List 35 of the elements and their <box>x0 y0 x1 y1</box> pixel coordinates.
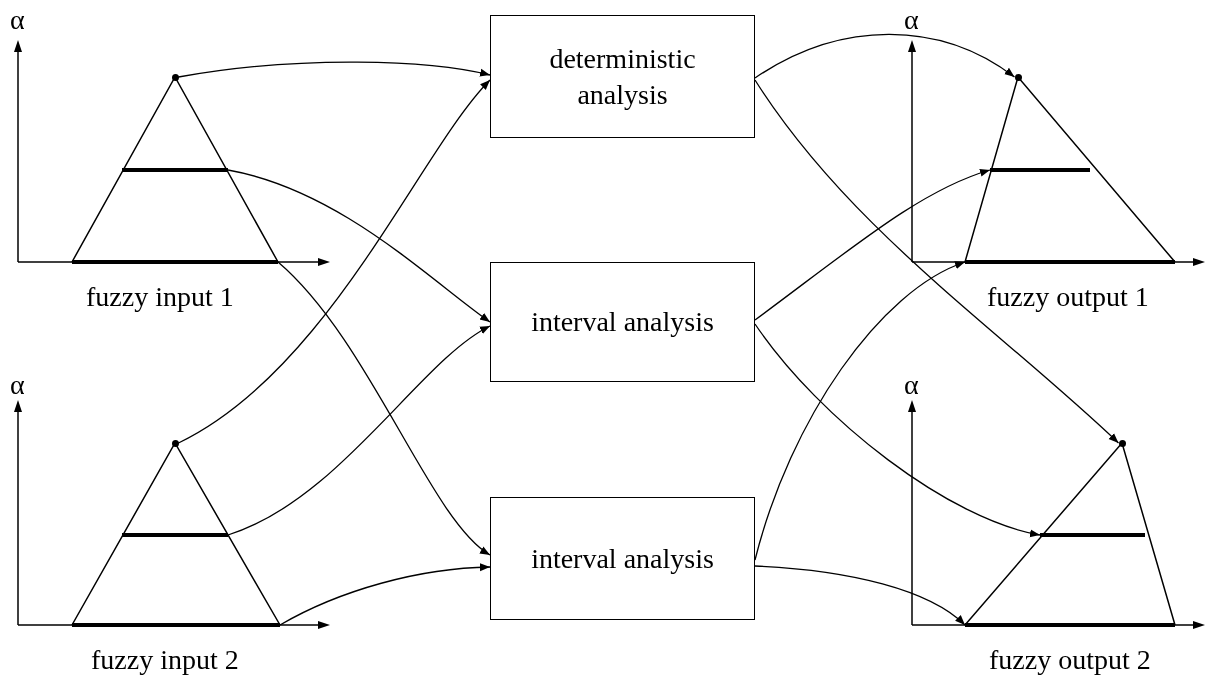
process-box: interval analysis <box>490 262 755 382</box>
plot-caption: fuzzy output 2 <box>989 644 1151 676</box>
arrow <box>754 79 1120 444</box>
interval-bar <box>965 623 1175 627</box>
apex-dot <box>1118 439 1126 447</box>
plot-caption: fuzzy input 2 <box>91 644 239 676</box>
arrow <box>177 79 491 444</box>
axis-label: α <box>10 369 25 401</box>
axis-label: α <box>904 4 919 36</box>
arrow <box>754 323 1041 537</box>
arrow <box>227 325 491 536</box>
arrow <box>754 169 991 321</box>
axis-label: α <box>10 4 25 36</box>
interval-bar <box>72 260 278 264</box>
interval-bar <box>72 623 280 627</box>
arrow <box>277 261 491 556</box>
apex-dot <box>171 439 179 447</box>
process-box: interval analysis <box>490 497 755 620</box>
arrow <box>279 563 491 626</box>
apex-dot <box>171 73 179 81</box>
arrow <box>227 169 491 323</box>
axis-label: α <box>904 369 919 401</box>
plot-caption: fuzzy input 1 <box>86 281 234 313</box>
apex-dot <box>1014 73 1022 81</box>
interval-bar <box>1040 533 1145 537</box>
interval-bar <box>990 168 1090 172</box>
arrow <box>754 261 966 561</box>
arrow <box>177 61 491 78</box>
interval-bar <box>122 168 228 172</box>
arrow <box>754 565 966 626</box>
process-box: deterministic analysis <box>490 15 755 138</box>
plot-caption: fuzzy output 1 <box>987 281 1149 313</box>
interval-bar <box>965 260 1175 264</box>
arrow <box>754 33 1016 79</box>
interval-bar <box>122 533 228 537</box>
